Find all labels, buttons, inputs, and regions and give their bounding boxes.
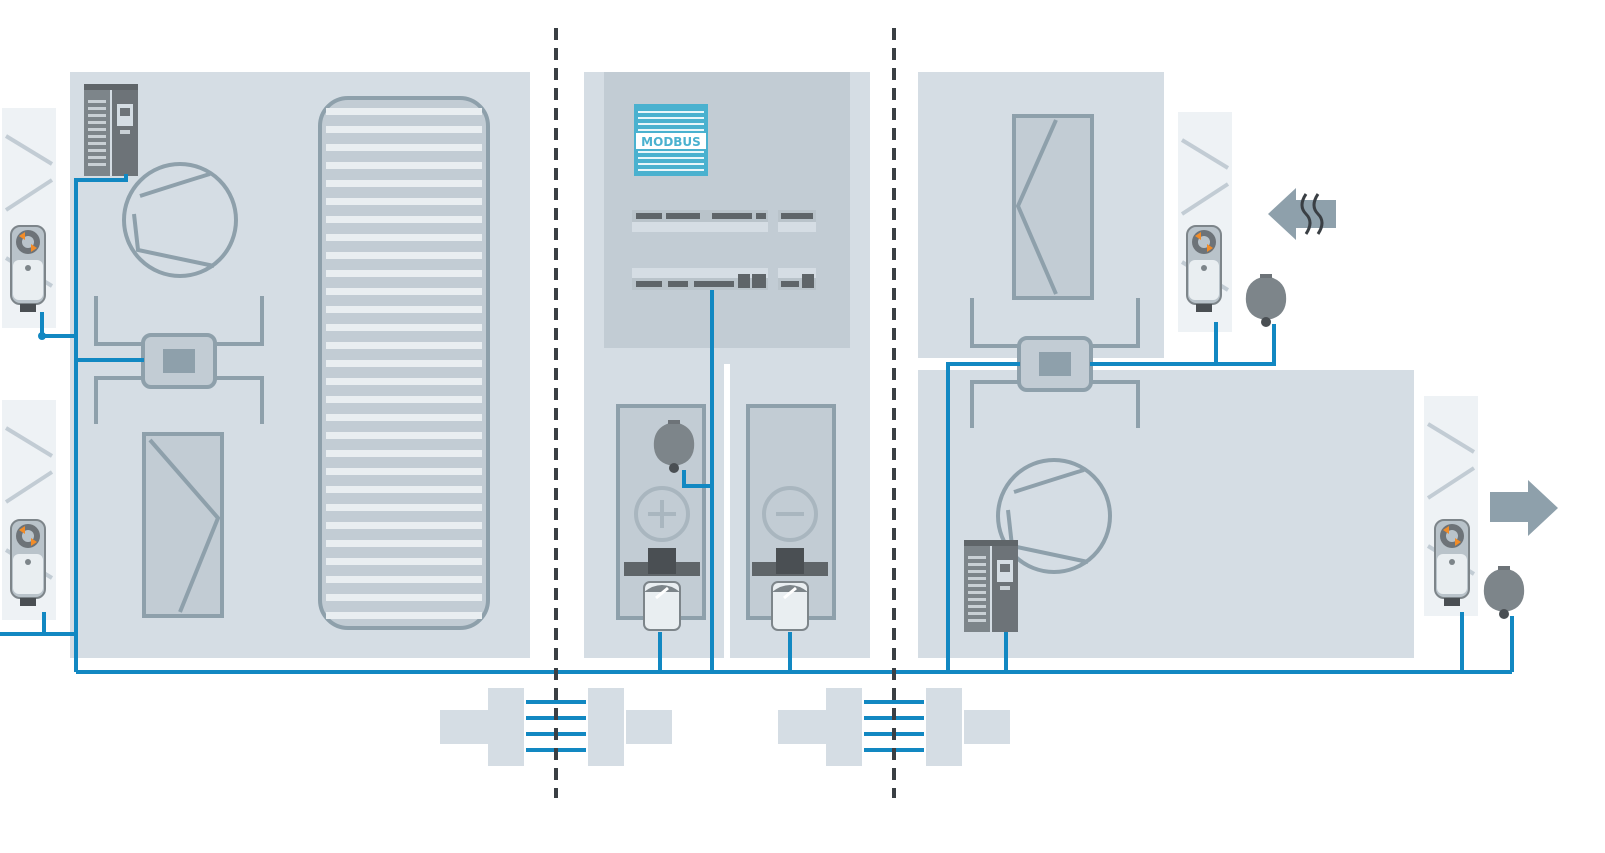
damper-actuator-icon xyxy=(10,519,46,607)
sensor-module-icon xyxy=(94,296,264,424)
extract-air-arrow-icon xyxy=(1268,188,1336,240)
modbus-logo-icon: MODBUS xyxy=(634,104,708,176)
heat-exchanger-icon xyxy=(318,96,490,630)
supply-air-arrow-icon xyxy=(1490,480,1558,536)
controller-icon xyxy=(632,210,768,290)
filter-icon xyxy=(142,432,224,618)
pressure-sensor-icon xyxy=(1245,274,1287,327)
pressure-sensor-icon xyxy=(1483,566,1525,619)
modbus-label: MODBUS xyxy=(641,135,701,149)
damper-actuator-icon xyxy=(10,225,46,313)
io-module-icon xyxy=(778,210,816,290)
bus-wiring xyxy=(0,174,1514,674)
damper-actuator-icon xyxy=(1434,519,1470,607)
fan-icon xyxy=(122,162,238,278)
damper-actuator-icon xyxy=(1186,225,1222,313)
divider-line xyxy=(724,364,730,658)
bus-junction xyxy=(38,332,46,340)
sensor-module-icon xyxy=(970,298,1140,428)
filter-icon xyxy=(1012,114,1094,300)
